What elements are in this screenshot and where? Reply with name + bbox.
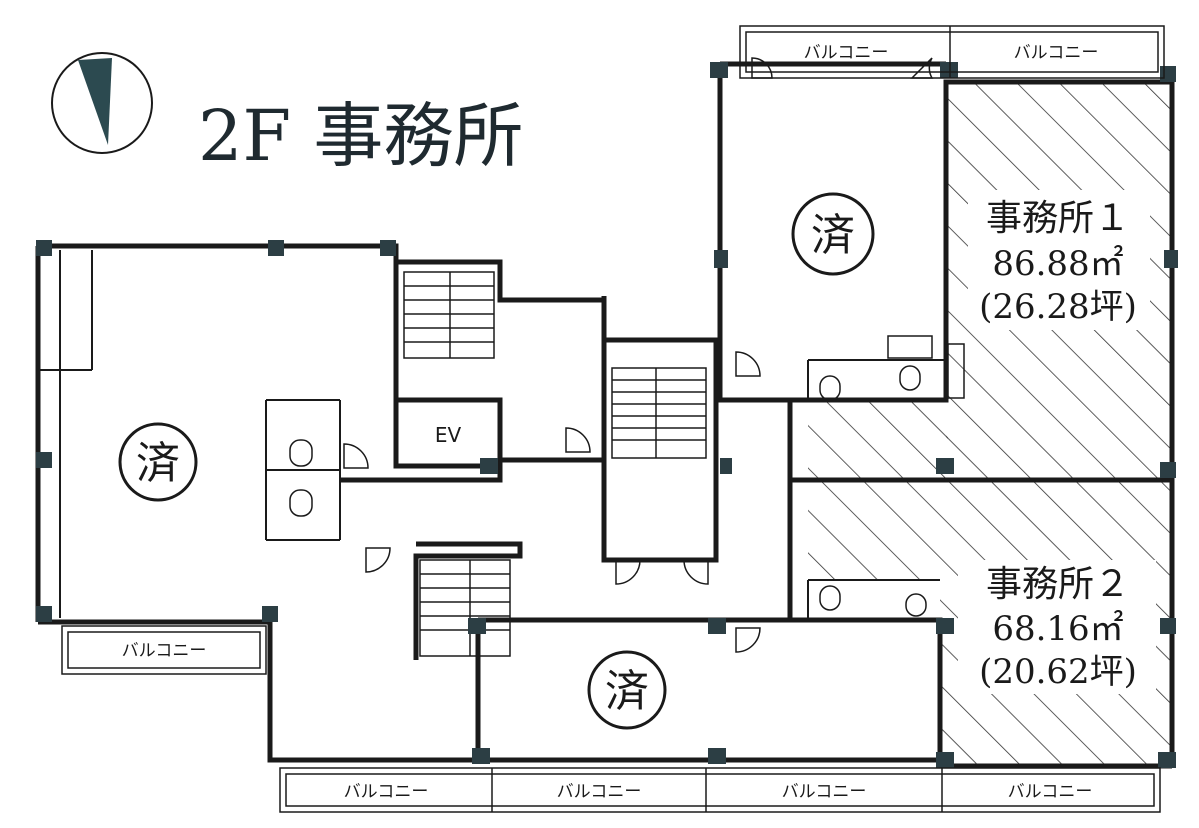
balcony-label: バルコニー	[1014, 43, 1099, 63]
north-compass-icon	[51, 52, 153, 154]
contracted-stamp: 済	[118, 422, 198, 502]
stairs-upper	[403, 271, 495, 359]
office-1-area-m2: 86.88㎡	[992, 244, 1123, 284]
office-2-name: 事務所２	[986, 564, 1130, 605]
office-1-label-bg	[968, 190, 1150, 330]
balcony-label: バルコニー	[1008, 782, 1093, 802]
contracted-stamp: 済	[587, 650, 667, 730]
toilet-fixtures	[289, 335, 965, 617]
balcony-label: バルコニー	[804, 43, 889, 63]
balcony-label: バルコニー	[782, 782, 867, 802]
balcony-bottom	[279, 767, 1161, 813]
contracted-mark-upper: 済	[811, 210, 855, 261]
stairs-lower	[419, 559, 511, 657]
balcony-label: バルコニー	[344, 782, 429, 802]
office-1-area-lower	[808, 400, 948, 480]
balcony-top	[739, 25, 1165, 79]
balcony-label: バルコニー	[122, 641, 207, 661]
inner-lines	[40, 250, 946, 620]
elevator-label: EV	[435, 423, 462, 447]
contracted-mark-lower: 済	[605, 666, 649, 717]
balcony-label: バルコニー	[557, 782, 642, 802]
walls	[35, 61, 1175, 769]
balcony-left	[61, 625, 267, 675]
office-2-area-m2: 68.16㎡	[992, 609, 1123, 649]
office-2-label-bg	[958, 560, 1156, 694]
contracted-mark-left: 済	[136, 438, 180, 489]
office-1-name: 事務所１	[986, 198, 1130, 239]
page-title: 2F 事務所	[198, 95, 523, 177]
office-1-area-tsubo: (26.28坪)	[979, 287, 1137, 327]
stairs-center	[611, 367, 707, 459]
contracted-stamp: 済	[791, 192, 875, 276]
office-2-area-tsubo: (20.62坪)	[979, 652, 1137, 692]
